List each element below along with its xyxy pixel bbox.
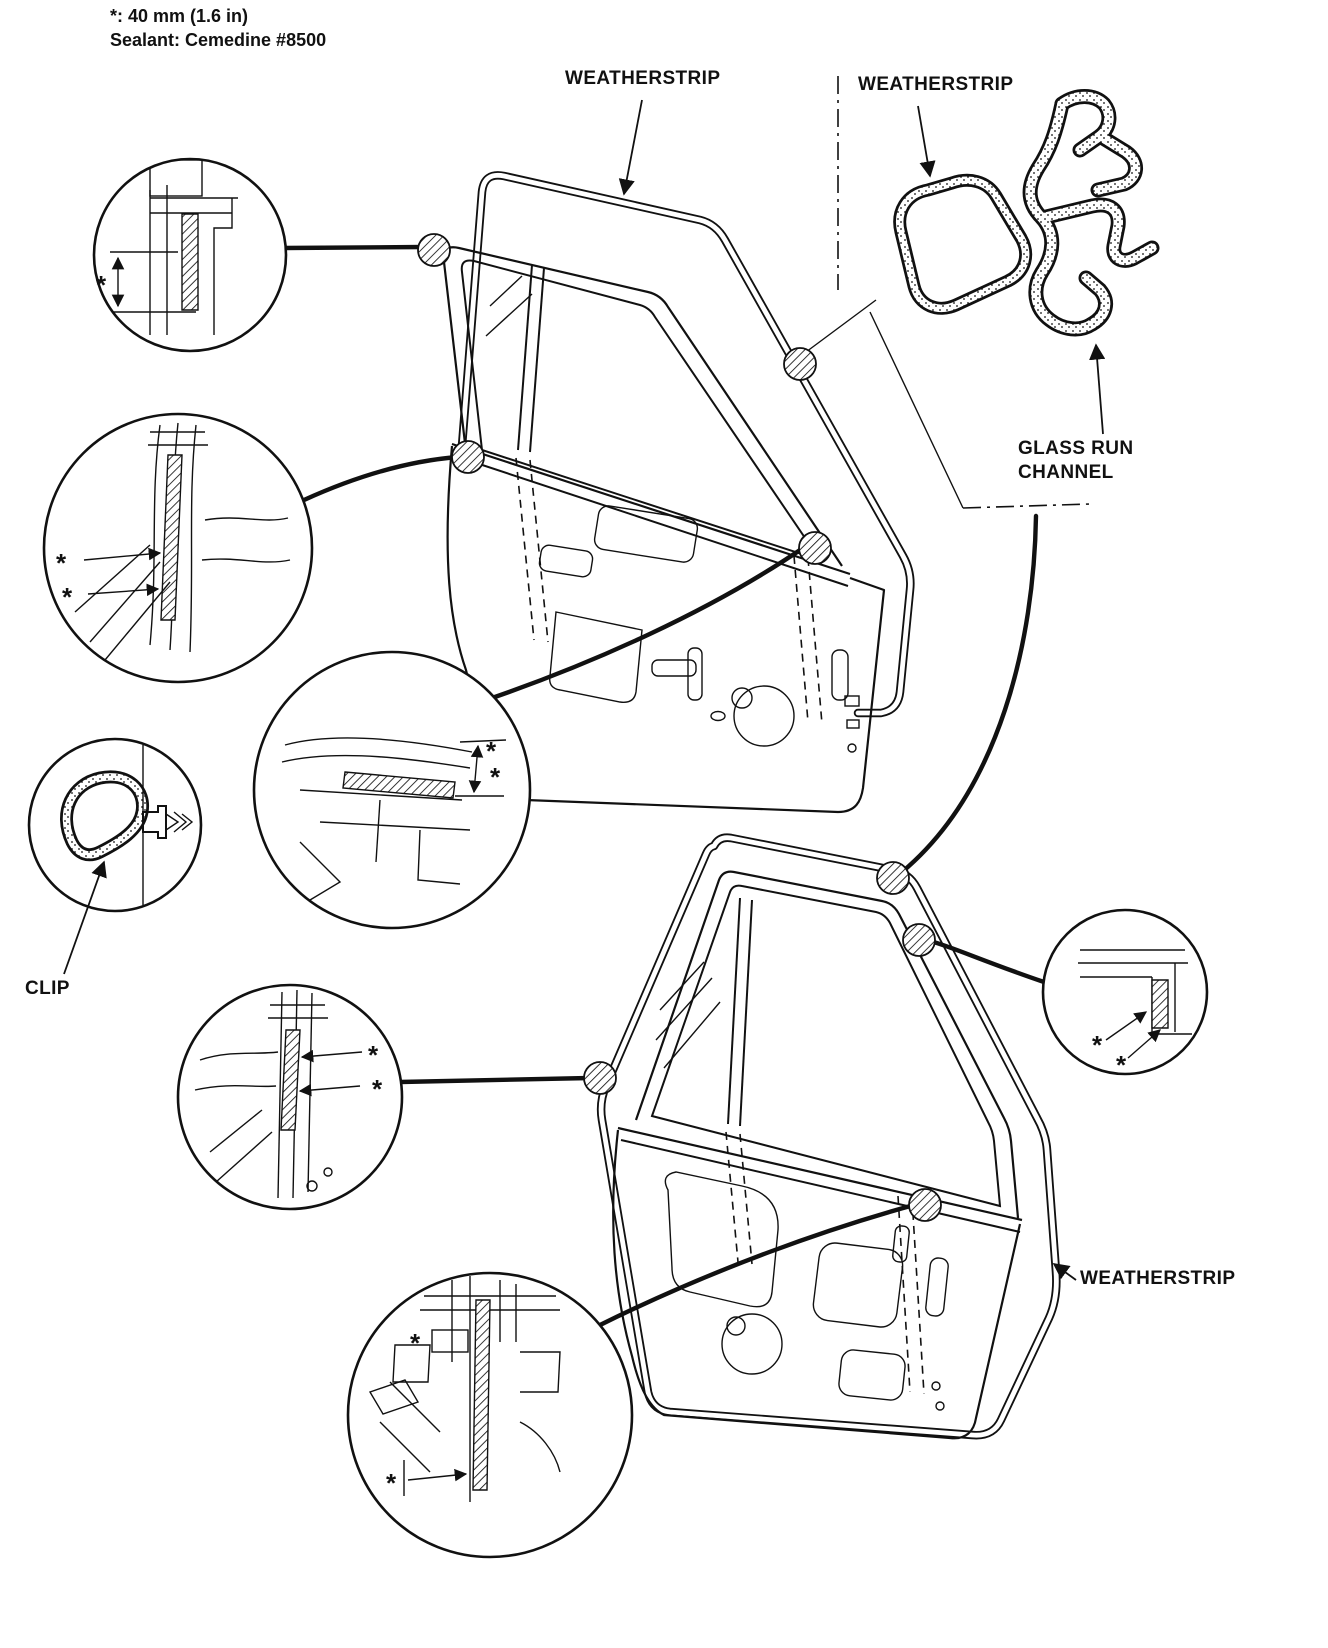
dimension-asterisk: * — [96, 270, 107, 300]
glass-run-channel-cross-section — [1022, 89, 1160, 337]
clip-arrow — [63, 860, 107, 975]
weatherstrip-right-arrow — [917, 105, 936, 178]
dimension-asterisk: * — [410, 1328, 421, 1358]
rear-door-drawing — [596, 833, 1061, 1440]
callout-b-pillar: * * — [176, 983, 404, 1211]
callout-bottom-channel: * * — [346, 1271, 634, 1559]
note-sealant: Sealant: Cemedine #8500 — [110, 30, 327, 50]
label-weatherstrip-right: WEATHERSTRIP — [858, 74, 1014, 95]
rear-door-weatherstrip — [596, 833, 1061, 1440]
clip-fastener — [142, 805, 167, 839]
dimension-asterisk: * — [372, 1074, 383, 1104]
dimension-asterisk: * — [1116, 1050, 1127, 1080]
callout-clip — [27, 737, 203, 913]
dimension-asterisk: * — [56, 548, 67, 578]
weatherstrip-cross-section — [893, 173, 1033, 315]
section-marker-dot — [783, 347, 817, 381]
section-marker-dot — [451, 440, 485, 474]
front-door-drawing — [442, 171, 915, 814]
section-marker-dot — [876, 861, 910, 895]
dimension-asterisk: * — [62, 582, 73, 612]
glass-run-channel-arrow — [1089, 343, 1106, 435]
note-dimension: *: 40 mm (1.6 in) — [110, 6, 249, 26]
callout-corner-top-left: * — [92, 157, 288, 353]
rear-door-shell — [612, 1129, 1022, 1440]
section-marker-dot — [902, 923, 936, 957]
leader-lines — [281, 244, 1047, 1329]
label-arrows — [63, 99, 1106, 1281]
section-marker-dots — [417, 233, 942, 1222]
label-glass-run: GLASS RUN — [1018, 438, 1134, 459]
section-reference-lines — [805, 76, 1091, 509]
dimension-asterisk: * — [368, 1040, 379, 1070]
dimension-asterisk: * — [486, 736, 497, 766]
front-door-weatherstrip — [457, 171, 915, 718]
section-marker-dot — [908, 1188, 942, 1222]
label-weatherstrip-top: WEATHERSTRIP — [565, 68, 721, 89]
label-clip: CLIP — [25, 978, 70, 999]
label-weatherstrip-bottom: WEATHERSTRIP — [1080, 1268, 1236, 1289]
callout-belt-section: * * — [252, 650, 532, 930]
section-marker-dot — [417, 233, 451, 267]
weatherstrip-top-arrow — [618, 99, 643, 196]
front-door-inner-panel-holes — [538, 505, 860, 753]
dimension-asterisk: * — [386, 1468, 397, 1498]
weatherstrip-bottom-arrow — [1052, 1263, 1077, 1281]
callout-a-pillar: * * — [42, 412, 314, 684]
rear-door-division-bar — [727, 897, 741, 1125]
label-glass-run-channel: CHANNEL — [1018, 462, 1114, 483]
section-marker-dot — [798, 531, 832, 565]
dimension-asterisk: * — [1092, 1030, 1103, 1060]
rear-door-inner-panel-holes — [664, 1171, 949, 1411]
front-door-division-bar — [517, 264, 533, 451]
rear-door-sash — [634, 870, 1020, 1219]
dimension-asterisk: * — [490, 762, 501, 792]
section-marker-dot — [583, 1061, 617, 1095]
callout-rear-corner: * * — [1041, 908, 1209, 1080]
